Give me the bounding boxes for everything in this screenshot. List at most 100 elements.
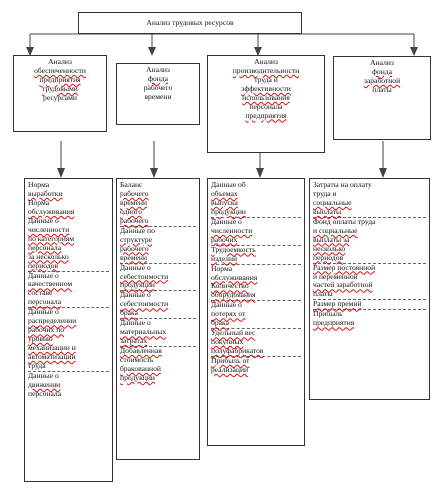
detail-line: потерях от (211, 309, 246, 319)
detail-line: брака (211, 318, 301, 330)
category-line: предприятия (39, 74, 81, 84)
detail-line: персонала (28, 388, 62, 398)
detail-line: персонала (28, 297, 109, 309)
detail-line: Данные о (120, 290, 151, 300)
detail-line: оборудования (211, 290, 301, 302)
detail-line: Норма (211, 263, 233, 273)
detail-line: Количество (211, 281, 249, 291)
category-line: производительности (232, 65, 300, 75)
category-line: использования (242, 92, 290, 102)
detail-line: Добавленная (120, 346, 162, 356)
detail-line: Трудоемкость (211, 244, 256, 254)
category-line: Анализ (48, 57, 72, 66)
detail-line: затратах (120, 336, 196, 348)
detail-line: рабочих по (28, 325, 65, 335)
detail-line: численности (211, 225, 253, 235)
detail-line: рабочих (211, 235, 301, 246)
detail-box-workforce-supply: Норма выработки Норма обслуживания Данны… (24, 178, 113, 482)
category-box-payroll: Анализ фонда заработной платы (333, 56, 431, 140)
detail-line: выплаты за (313, 234, 350, 244)
detail-line: покупных (211, 337, 244, 347)
detail-line: за несколько (28, 251, 69, 261)
detail-line: численности (28, 224, 70, 234)
category-line: Анализ (146, 65, 170, 74)
detail-line: себестоимости (120, 299, 169, 309)
category-box-working-time: Анализ фонда рабочего времени (116, 63, 200, 125)
detail-line: и социальные (313, 225, 358, 235)
category-line: платы (372, 84, 392, 94)
detail-line: Прибыль от (211, 356, 250, 366)
category-line: рабочего (143, 82, 173, 92)
category-line: персонала (249, 101, 283, 111)
category-line: обеспеченности (34, 65, 86, 75)
detail-line: Баланс (120, 180, 143, 189)
detail-line: и переменной (313, 271, 358, 281)
detail-line: себестоимости (120, 271, 169, 281)
root-box: Анализ трудовых ресурсов (78, 12, 302, 34)
detail-line: выработки (28, 188, 63, 198)
detail-line: стоимость (120, 355, 154, 365)
category-line: фонда (147, 73, 168, 83)
detail-line: Данные об (211, 180, 301, 190)
detail-line: Удельный вес (211, 328, 256, 338)
detail-box-productivity: Данные об объемах выпуска продукции Данн… (207, 178, 305, 446)
detail-line: движении (28, 379, 61, 389)
detail-line: частей заработной (313, 280, 373, 290)
detail-line: Данные о (28, 215, 59, 225)
category-line: эффективности (241, 83, 291, 93)
detail-line: рабочего (120, 188, 149, 198)
detail-line: Норма (28, 180, 50, 189)
detail-line: реализации (211, 365, 249, 375)
detail-line: несколько (313, 243, 346, 253)
detail-line: Размер премий (313, 299, 426, 311)
category-line: заработной (363, 75, 401, 85)
detail-line: автоматизации (28, 352, 76, 362)
detail-line: уровню (28, 334, 53, 344)
detail-line: распределении (28, 316, 77, 326)
detail-line: обслуживания (28, 206, 75, 216)
category-line: фонда (371, 66, 392, 76)
detail-line: полуфабрикатов (211, 346, 301, 358)
root-label: Анализ трудовых ресурсов (146, 18, 234, 27)
detail-line: выпуска (211, 197, 238, 207)
detail-line: рабочего (120, 243, 149, 253)
detail-line: периодов (313, 253, 426, 264)
category-line: ресурсами (43, 92, 77, 102)
detail-line: бракованной (120, 364, 161, 374)
detail-line: времени (120, 197, 148, 207)
detail-line: Данные о (28, 270, 59, 280)
detail-line: персонала (28, 242, 62, 252)
detail-line: продукции (211, 207, 301, 218)
detail-line: периодов (28, 261, 109, 272)
detail-line: времени (120, 253, 196, 264)
detail-line: рабочего (120, 216, 196, 227)
category-line: Анализ (370, 58, 394, 67)
detail-line: социальные (313, 197, 352, 207)
category-line: предприятия (245, 110, 287, 120)
detail-line: одного (120, 206, 143, 216)
detail-line: Данные по (120, 225, 155, 235)
detail-line: Затраты на оплату (313, 180, 372, 189)
detail-line: Данные о (28, 371, 59, 381)
detail-line: Данные о (120, 262, 151, 272)
detail-line: механизации и (28, 343, 76, 353)
detail-text: Данные об (211, 180, 246, 189)
detail-line: Данные о (211, 216, 242, 226)
detail-line: продукции (120, 281, 196, 292)
category-line: труда и (254, 74, 278, 84)
detail-box-payroll: Затраты на оплату труда и социальные вып… (309, 178, 430, 400)
detail-line: материальных (120, 327, 167, 337)
category-box-workforce-supply: Анализ обеспеченности предприятия трудов… (13, 55, 107, 132)
detail-line: труда и (313, 188, 337, 198)
detail-line: продукции (120, 373, 155, 383)
category-box-productivity: Анализ производительности труда и эффект… (207, 55, 325, 153)
detail-line: Данные о (28, 307, 59, 317)
detail-line: брака (120, 308, 196, 320)
detail-line: по категориям (28, 233, 75, 243)
detail-line: Фонд оплаты труда (313, 216, 376, 226)
detail-line: Данные о (211, 300, 242, 310)
detail-line: качественном (28, 279, 73, 289)
detail-line: Прибыль (313, 309, 343, 319)
detail-line: Размер постоянной (313, 262, 376, 272)
